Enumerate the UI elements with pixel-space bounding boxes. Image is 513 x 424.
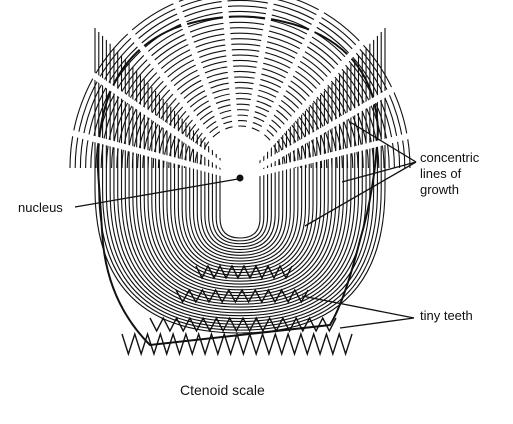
concentric-label-line-2: lines of xyxy=(420,166,479,182)
concentric-leader-3 xyxy=(305,162,416,226)
concentric-label-line-3: growth xyxy=(420,182,479,198)
radius-groove xyxy=(126,26,240,178)
teeth-edge xyxy=(122,334,352,354)
growth-ring xyxy=(171,107,309,276)
growth-ring xyxy=(110,44,370,322)
figure-caption: Ctenoid scale xyxy=(180,382,265,398)
concentric-label-line-1: concentric xyxy=(420,150,479,166)
teeth-leader-2 xyxy=(340,318,414,328)
tiny-teeth-label: tiny teeth xyxy=(420,308,473,324)
nucleus-point xyxy=(237,175,244,182)
concentric-lines-label: concentric lines of growth xyxy=(420,150,479,198)
growth-ring xyxy=(144,79,336,295)
nucleus-label: nucleus xyxy=(18,200,63,216)
